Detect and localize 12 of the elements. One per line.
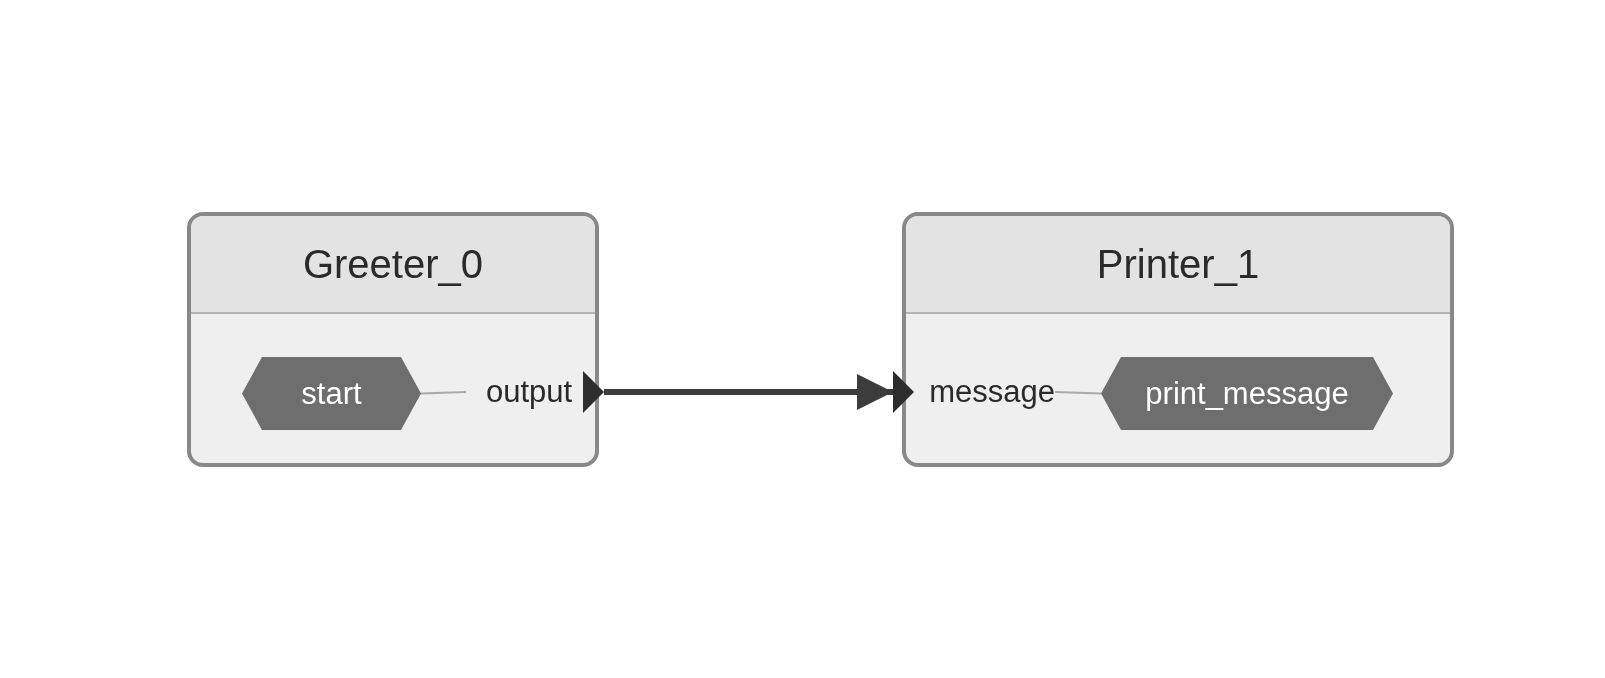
hexagon-node (1101, 357, 1393, 430)
connector-line (1054, 391, 1102, 395)
port-label: output (486, 374, 573, 410)
node-label: print_message (1145, 375, 1349, 412)
node-label: start (301, 375, 362, 412)
component-title: Printer_1 (1096, 241, 1260, 287)
hexagon-node (242, 357, 421, 430)
port-label: message (929, 374, 1055, 410)
port (893, 371, 1055, 413)
arrow (604, 374, 893, 410)
component-title: Greeter_0 (302, 241, 484, 287)
connector-line (420, 391, 467, 395)
